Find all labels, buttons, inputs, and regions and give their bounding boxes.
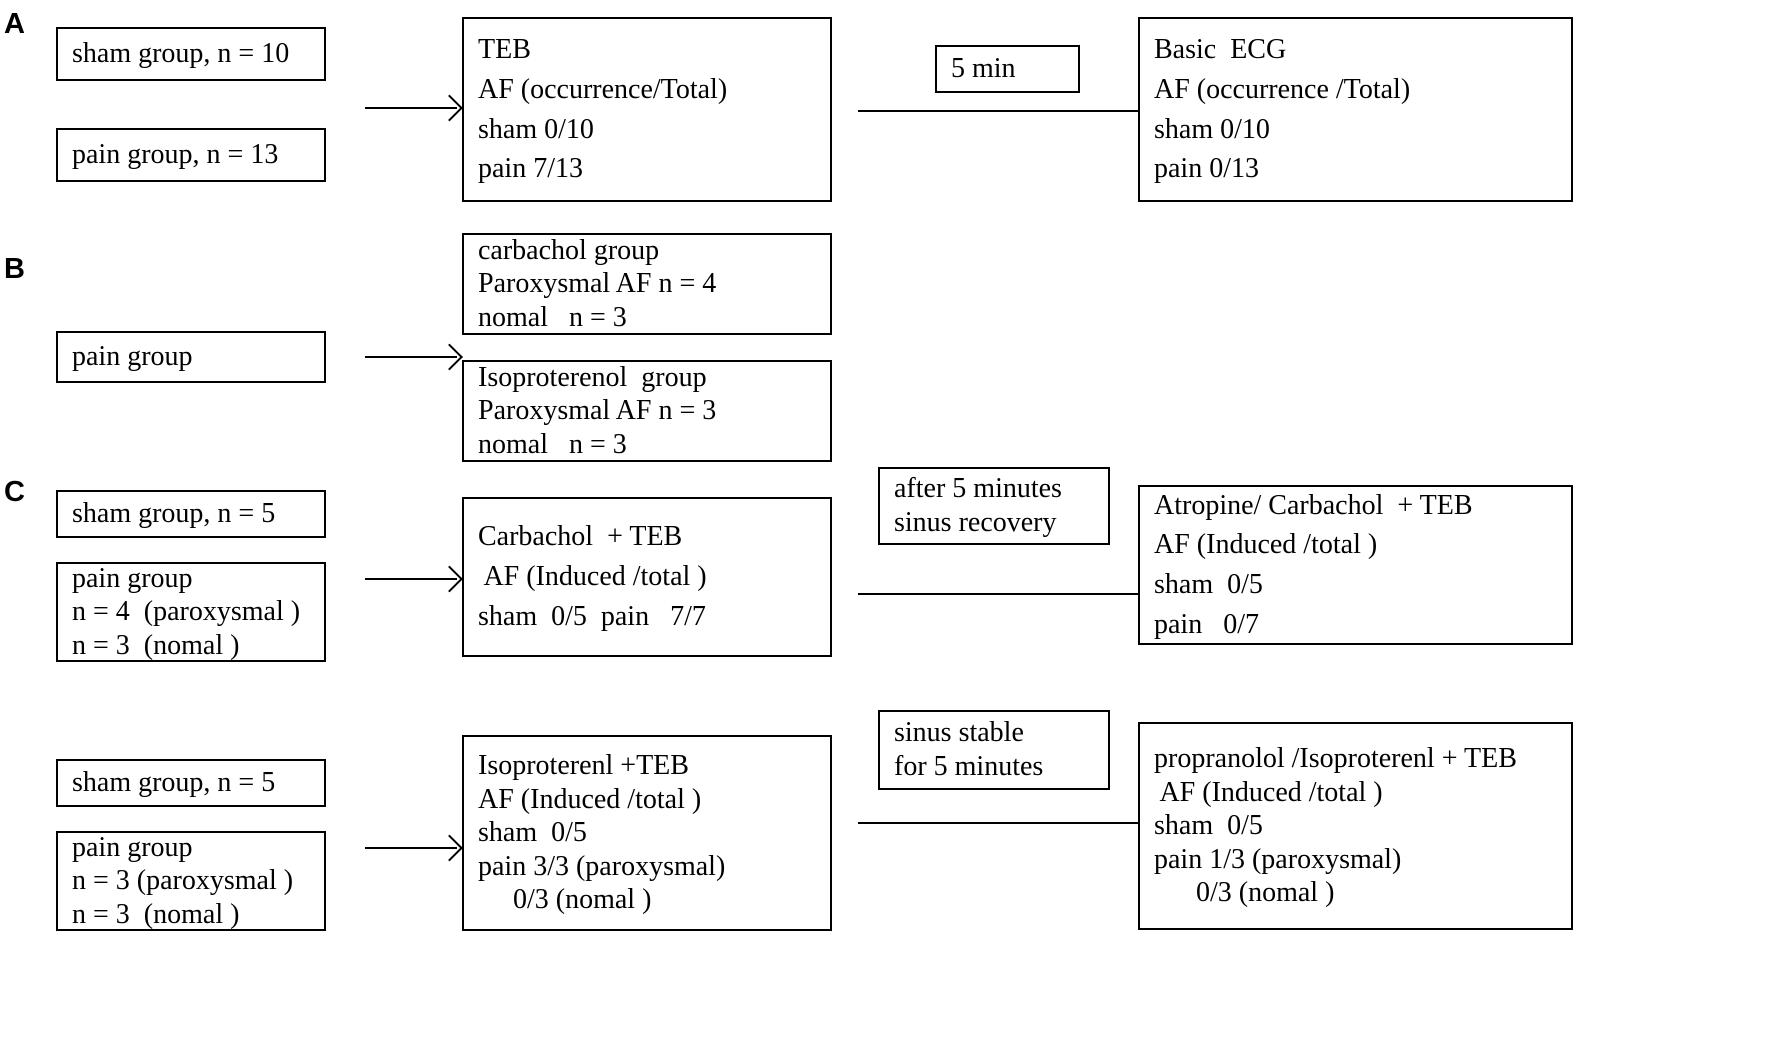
arrow-c1-carbachol-to-atropine — [858, 593, 1170, 595]
panel-label-b: B — [4, 253, 25, 285]
box-line: n = 3 (nomal ) — [72, 629, 240, 661]
box-line: pain 0/7 — [1154, 608, 1259, 640]
box-line: pain 1/3 (paroxysmal) — [1154, 843, 1402, 875]
box-line: sinus stable — [894, 717, 1024, 749]
box-line: pain group, n = 13 — [72, 139, 279, 171]
box-line: sham group, n = 5 — [72, 767, 276, 799]
arrow-c2-isoproterenl-to-propranolol — [858, 822, 1170, 824]
box-line: AF (Induced /total ) — [1154, 529, 1378, 561]
arrow-c1-groups-to-carbachol — [365, 578, 457, 580]
box-line: Basic ECG — [1154, 34, 1287, 65]
box-line: AF (occurrence /Total) — [1154, 73, 1411, 105]
box-pain-group-b: pain group — [56, 331, 326, 383]
box-line: carbachol group — [478, 234, 660, 266]
box-line: sham 0/5 — [478, 817, 587, 849]
box-line: nomal n = 3 — [478, 428, 627, 460]
box-line: sham 0/10 — [478, 113, 594, 145]
box-line: propranolol /Isoproterenl + TEB — [1154, 743, 1517, 775]
box-line: Carbachol + TEB — [478, 521, 683, 553]
arrow-a-groups-to-teb — [365, 107, 457, 109]
box-pain-group-c2: pain group n = 3 (paroxysmal ) n = 3 (no… — [56, 831, 326, 931]
box-line: nomal n = 3 — [478, 301, 627, 333]
box-line: pain group — [72, 831, 193, 863]
box-pain-group-c1: pain group n = 4 (paroxysmal ) n = 3 (no… — [56, 562, 326, 662]
box-line: Paroxysmal AF n = 4 — [478, 268, 717, 300]
box-line: n = 3 (paroxysmal ) — [72, 865, 294, 897]
box-line: AF (Induced /total ) — [1154, 776, 1383, 808]
box-atropine-carbachol-teb-c1: Atropine/ Carbachol + TEB AF (Induced /t… — [1138, 485, 1573, 645]
box-line: AF (Induced /total ) — [478, 783, 702, 815]
box-basic-ecg-a: Basic ECG AF (occurrence /Total) sham 0/… — [1138, 17, 1573, 202]
panel-label-c: C — [4, 476, 25, 508]
box-interval-5min: 5 min — [935, 45, 1080, 93]
box-line: sham 0/5 — [1154, 810, 1263, 842]
arrow-a-teb-to-basic-ecg — [858, 110, 1170, 112]
box-pain-group-a: pain group, n = 13 — [56, 128, 326, 182]
box-line: pain 7/13 — [478, 153, 583, 185]
box-line: sham group, n = 5 — [72, 498, 276, 530]
box-line: 0/3 (nomal ) — [478, 884, 652, 916]
box-line: AF (Induced /total ) — [478, 561, 707, 593]
box-line: Isoproterenl +TEB — [478, 750, 689, 782]
box-line: sham 0/10 — [1154, 113, 1270, 145]
box-line: Atropine/ Carbachol + TEB — [1154, 489, 1473, 521]
arrow-c2-groups-to-isoproterenl — [365, 847, 457, 849]
box-line: Paroxysmal AF n = 3 — [478, 395, 717, 427]
box-line: sham 0/5 pain 7/7 — [478, 600, 706, 632]
box-after-5-minutes-sinus-recovery: after 5 minutes sinus recovery — [878, 467, 1110, 545]
box-line: TEB — [478, 34, 531, 65]
box-line: pain group — [72, 562, 193, 594]
box-isoproterenl-teb-c2: Isoproterenl +TEB AF (Induced /total ) s… — [462, 735, 832, 931]
box-line: 5 min — [951, 53, 1016, 85]
box-line: sinus recovery — [894, 507, 1057, 538]
box-line: n = 3 (nomal ) — [72, 898, 240, 930]
box-line: AF (occurrence/Total) — [478, 73, 728, 105]
box-line: sham 0/5 — [1154, 569, 1263, 600]
box-line: pain group — [72, 341, 193, 373]
box-line: Isoproterenol group — [478, 361, 707, 393]
box-line: sham group, n = 10 — [72, 38, 290, 70]
box-isoproterenol-group-b: Isoproterenol group Paroxysmal AF n = 3 … — [462, 360, 832, 462]
arrow-b-pain-to-subgroups — [365, 356, 457, 358]
box-line: pain 3/3 (paroxysmal) — [478, 850, 726, 882]
box-line: after 5 minutes — [894, 473, 1062, 505]
box-line: 0/3 (nomal ) — [1154, 877, 1335, 909]
box-sham-group-a: sham group, n = 10 — [56, 27, 326, 81]
box-line: n = 4 (paroxysmal ) — [72, 596, 301, 628]
box-carbachol-group-b: carbachol group Paroxysmal AF n = 4 noma… — [462, 233, 832, 335]
box-propranolol-isoproterenl-teb-c2: propranolol /Isoproterenl + TEB AF (Indu… — [1138, 722, 1573, 930]
box-sham-group-c1: sham group, n = 5 — [56, 490, 326, 538]
box-sham-group-c2: sham group, n = 5 — [56, 759, 326, 807]
box-carbachol-teb-c1: Carbachol + TEB AF (Induced /total ) sha… — [462, 497, 832, 657]
panel-label-a: A — [4, 8, 25, 40]
box-teb-a: TEB AF (occurrence/Total) sham 0/10 pain… — [462, 17, 832, 202]
box-sinus-stable-for-5-minutes: sinus stable for 5 minutes — [878, 710, 1110, 790]
box-line: pain 0/13 — [1154, 153, 1259, 185]
box-line: for 5 minutes — [894, 751, 1044, 782]
